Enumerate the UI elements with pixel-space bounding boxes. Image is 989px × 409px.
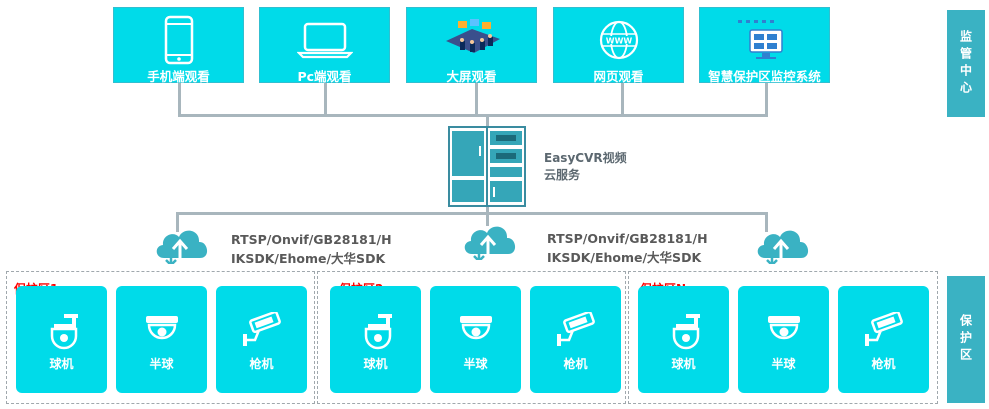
cloud-upload-icon	[156, 230, 208, 264]
server-up-link	[486, 114, 489, 127]
ptz-dome-camera-icon	[364, 314, 392, 350]
viewer-drop-3	[475, 83, 478, 116]
camera-label: 球机	[363, 357, 388, 371]
camera-label: 枪机	[871, 357, 896, 371]
monitoring-center-label: 监管中心	[947, 10, 985, 117]
half-dome-camera-icon	[767, 316, 800, 340]
camera-label: 枪机	[563, 357, 588, 371]
viewer-label: 网页观看	[593, 69, 644, 84]
camera-half-dome: 半球	[116, 286, 207, 393]
camera-label: 枪机	[249, 357, 274, 371]
viewer-pc: Pc端观看	[259, 7, 390, 84]
viewer-big-screen: 大屏观看	[406, 7, 537, 84]
viewer-monitor-system: 智慧保护区监控系统	[699, 7, 830, 84]
viewer-label: 大屏观看	[446, 69, 497, 84]
half-dome-camera-icon	[459, 316, 492, 340]
bullet-camera-icon	[556, 312, 595, 346]
monitor-system-icon	[737, 20, 783, 59]
viewer-bus	[178, 114, 768, 117]
viewer-web: WWW 网页观看	[553, 7, 684, 84]
laptop-icon	[296, 22, 353, 59]
zone-drop-2	[486, 212, 489, 226]
server-label: EasyCVR视频云服务	[544, 151, 627, 182]
zone-drop-1	[176, 212, 179, 232]
viewer-label: 手机端观看	[147, 69, 210, 84]
viewer-label: Pc端观看	[297, 69, 352, 84]
ptz-dome-camera-icon	[672, 314, 700, 350]
viewer-mobile: 手机端观看	[113, 7, 244, 84]
half-dome-camera-icon	[145, 316, 178, 340]
viewer-drop-4	[621, 83, 624, 116]
protection-zone-n	[628, 271, 938, 404]
viewer-drop-5	[765, 83, 768, 116]
protection-zone-2	[317, 271, 626, 404]
cloud-upload-icon	[757, 230, 809, 264]
viewer-drop-2	[324, 83, 327, 116]
camera-half-dome: 半球	[738, 286, 829, 393]
camera-bullet: 枪机	[530, 286, 621, 393]
camera-label: 半球	[771, 357, 796, 371]
camera-half-dome: 半球	[430, 286, 521, 393]
server-cabinet-icon	[448, 126, 526, 207]
web-globe-icon: WWW	[599, 20, 638, 60]
camera-label: 球机	[671, 357, 696, 371]
bullet-camera-icon	[242, 312, 281, 346]
protocol-label-right: RTSP/Onvif/GB28181/H IKSDK/Ehome/大华SDK	[547, 231, 708, 265]
camera-label: 半球	[463, 357, 488, 371]
zone-drop-3	[765, 212, 768, 232]
viewer-drop-1	[178, 83, 181, 116]
protocol-label-left: RTSP/Onvif/GB28181/H IKSDK/Ehome/大华SDK	[231, 232, 392, 266]
big-screen-icon	[445, 19, 500, 53]
camera-label: 球机	[49, 357, 74, 371]
cloud-upload-icon	[464, 226, 516, 260]
protection-zone-1	[6, 271, 315, 404]
camera-dome-ptz: 球机	[638, 286, 729, 393]
server-down-link	[486, 206, 489, 214]
protection-zone-side-label: 保护区	[947, 276, 985, 403]
camera-bullet: 枪机	[838, 286, 929, 393]
bullet-camera-icon	[864, 312, 903, 346]
viewer-label: 智慧保护区监控系统	[708, 69, 821, 84]
phone-icon	[164, 15, 193, 65]
ptz-dome-camera-icon	[50, 314, 78, 350]
camera-dome-ptz: 球机	[16, 286, 107, 393]
camera-label: 半球	[149, 357, 174, 371]
svg-text:WWW: WWW	[605, 37, 632, 46]
zone-bus	[176, 212, 768, 215]
camera-bullet: 枪机	[216, 286, 307, 393]
camera-dome-ptz: 球机	[330, 286, 421, 393]
